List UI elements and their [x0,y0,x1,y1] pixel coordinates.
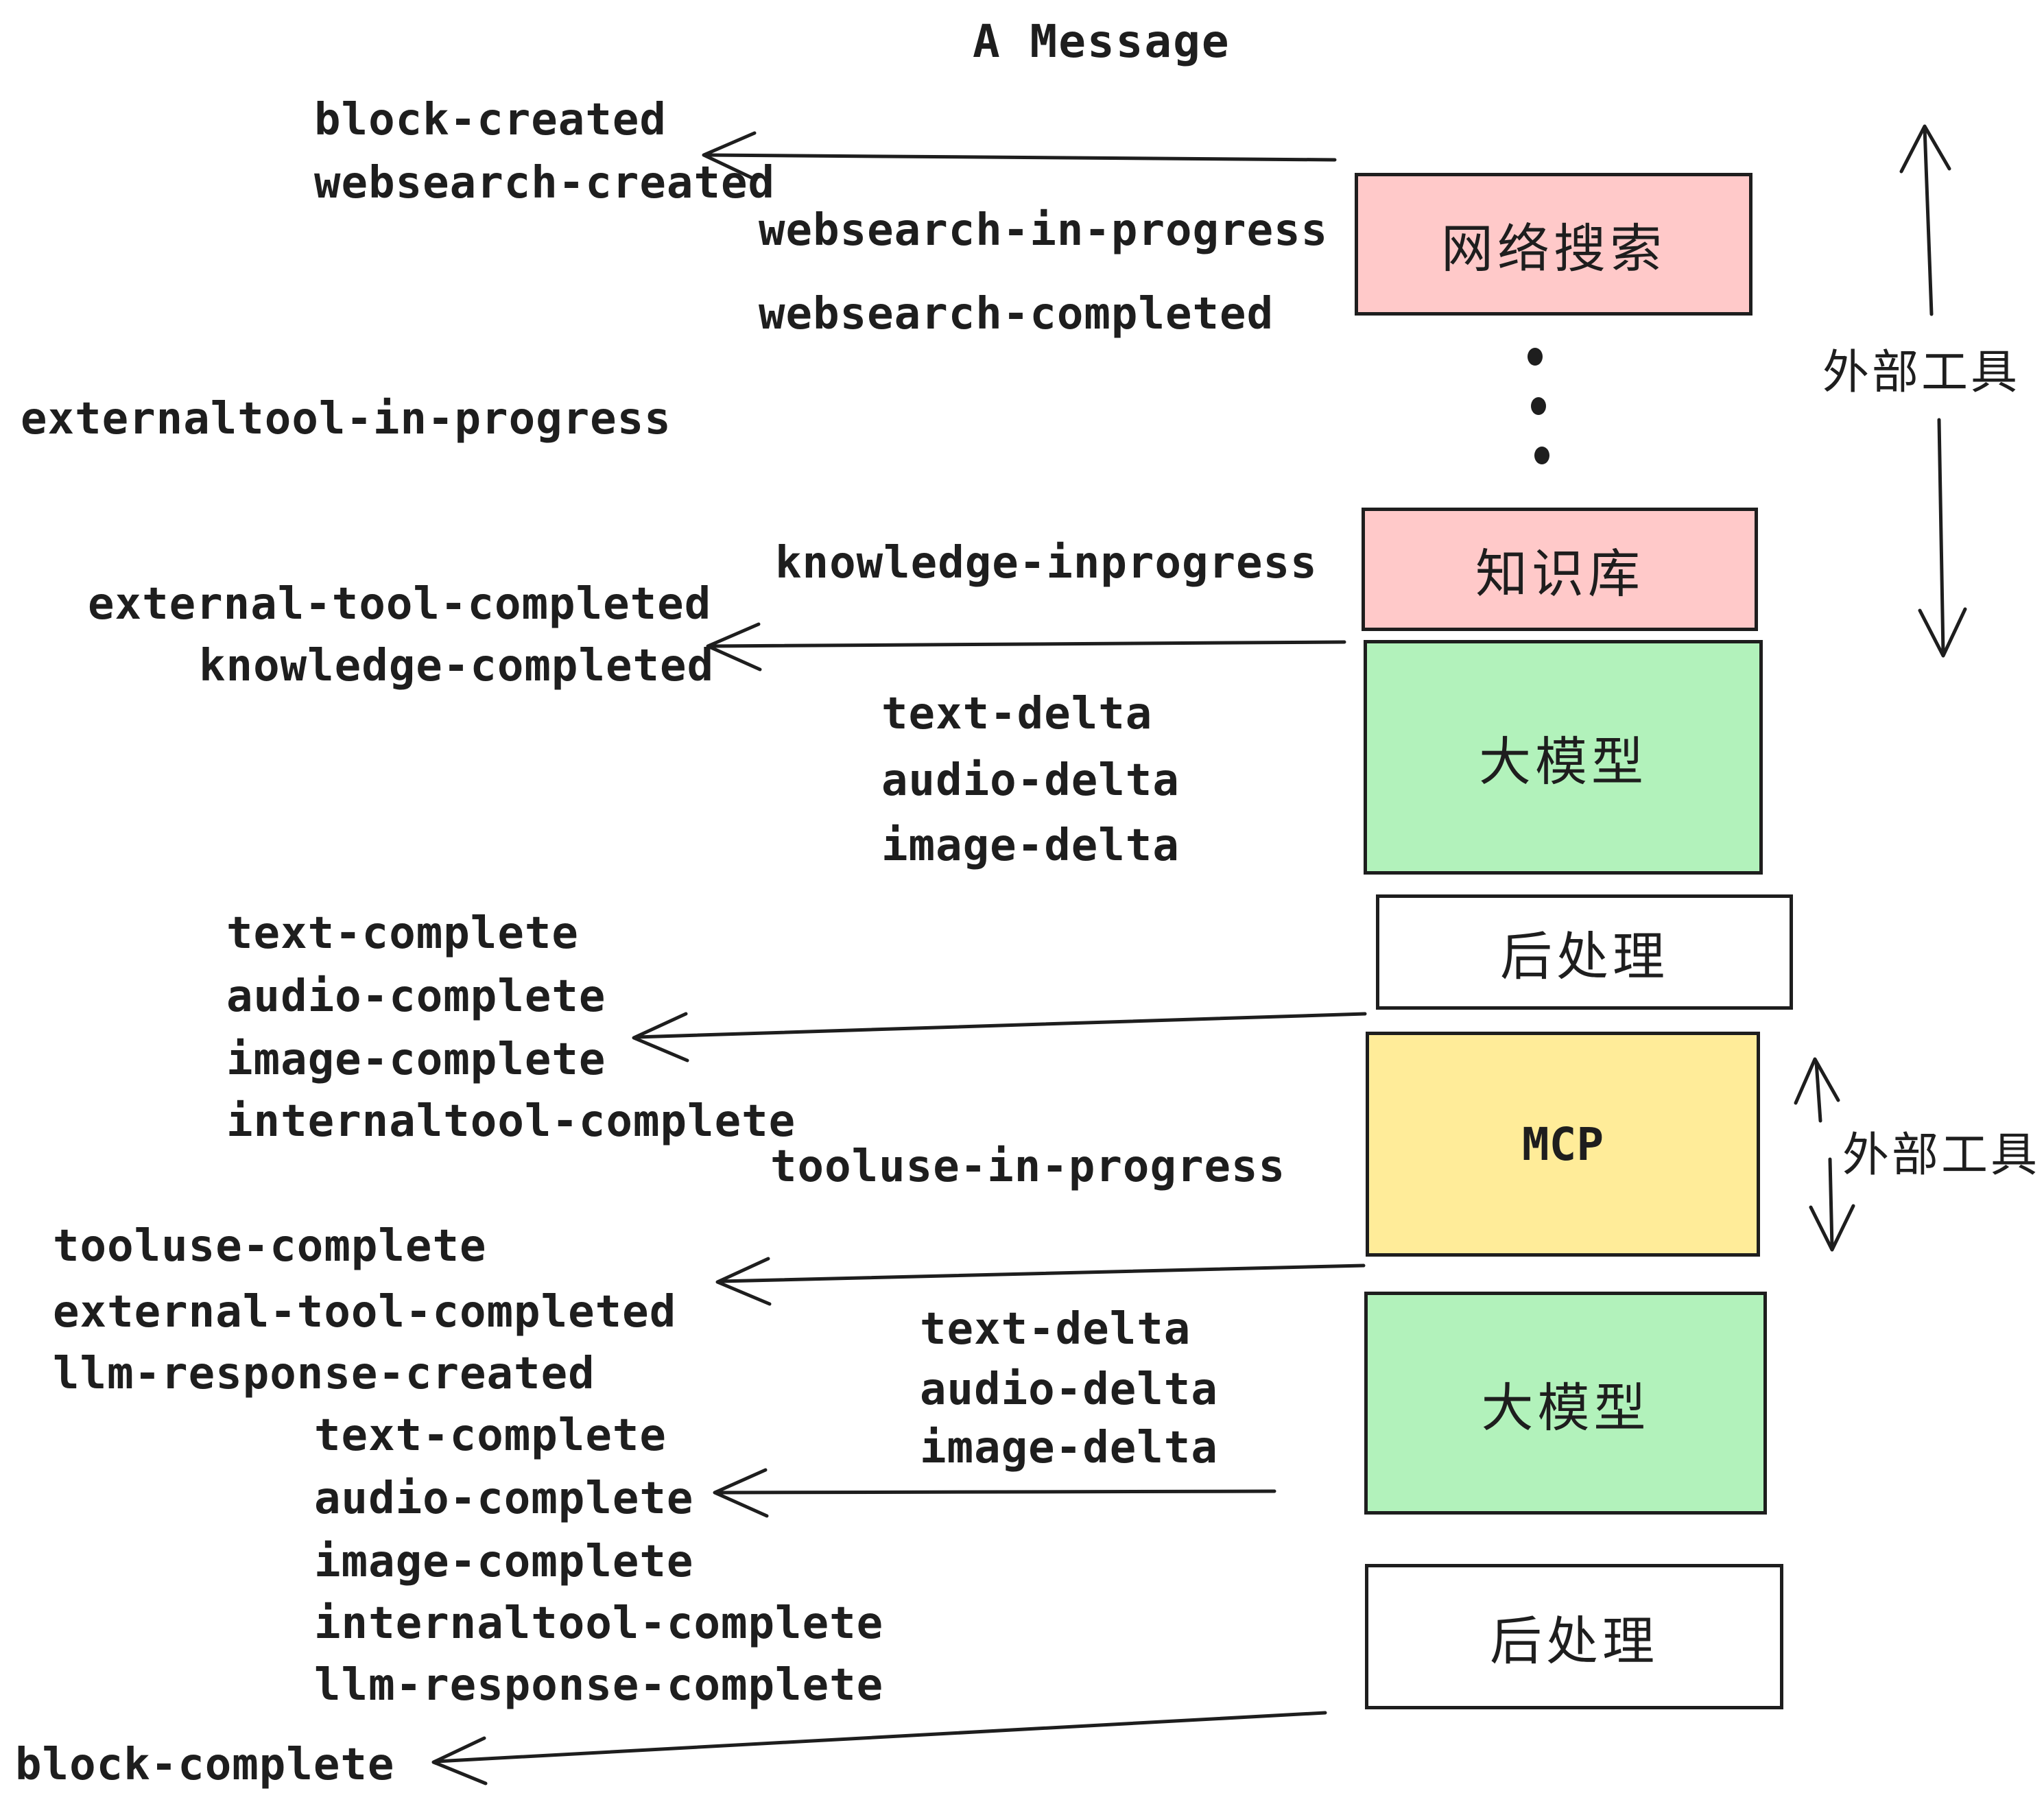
event-label-text-delta-2: text-delta [920,1304,1191,1355]
event-label-external-tool-completed-2: external-tool-completed [53,1287,677,1338]
box-mcp-label: MCP [1521,1117,1604,1171]
ellipsis-dots-icon [1528,348,1549,464]
arrow-external-tools-up [1899,124,1951,316]
box-knowledge-label: 知识库 [1475,543,1644,604]
event-label-text-complete-1: text-complete [226,908,579,959]
event-label-internaltool-complete-1: internaltool-complete [226,1096,796,1147]
arrow-to-websearch-created [702,131,1337,182]
event-label-internaltool-complete-2: internaltool-complete [314,1598,884,1649]
event-label-image-complete-2: image-complete [314,1536,694,1587]
box-websearch: 网络搜索 [1355,173,1752,316]
event-label-block-complete: block-complete [15,1740,395,1790]
arrow-to-audio-complete [713,1468,1276,1518]
box-websearch-label: 网络搜索 [1441,218,1666,279]
box-postprocess-1-label: 后处理 [1500,926,1669,987]
box-knowledge: 知识库 [1362,508,1758,631]
event-label-websearch-completed: websearch-completed [759,289,1274,340]
event-label-image-delta-1: image-delta [881,820,1180,871]
box-llm-2: 大模型 [1364,1292,1767,1515]
box-mcp: MCP [1366,1032,1760,1257]
event-label-knowledge-completed: knowledge-completed [199,641,715,691]
arrow-to-image-complete [632,1012,1367,1063]
event-label-image-delta-2: image-delta [920,1423,1218,1473]
event-label-audio-complete-2: audio-complete [314,1473,694,1524]
box-postprocess-2: 后处理 [1365,1564,1783,1709]
arrow-to-knowledge-completed [706,622,1346,672]
diagram-title: A Message [973,15,1231,68]
external-tools-label-top: 外部工具 [1822,346,2021,400]
event-label-tooluse-complete: tooluse-complete [53,1221,487,1272]
box-llm-2-label: 大模型 [1481,1377,1650,1438]
event-label-knowledge-inprogress: knowledge-inprogress [775,538,1318,589]
event-label-text-delta-1: text-delta [881,689,1153,739]
event-label-websearch-in-progress: websearch-in-progress [759,205,1329,256]
event-label-audio-delta-2: audio-delta [920,1364,1218,1415]
event-label-websearch-created: websearch-created [314,158,776,209]
arrow-to-block-complete [431,1711,1327,1785]
box-llm-1-label: 大模型 [1479,731,1648,792]
external-tools-label-bottom: 外部工具 [1842,1128,2041,1183]
event-label-image-complete-1: image-complete [226,1034,606,1085]
event-label-llm-response-created: llm-response-created [53,1349,595,1399]
event-label-external-tool-completed-1: external-tool-completed [88,579,712,630]
event-label-audio-complete-1: audio-complete [226,971,606,1022]
event-label-tooluse-in-progress: tooluse-in-progress [770,1141,1286,1192]
event-label-text-complete-2: text-complete [314,1410,667,1461]
box-postprocess-2-label: 后处理 [1490,1611,1659,1672]
event-label-audio-delta-1: audio-delta [881,755,1180,806]
arrow-to-tooluse-complete [715,1257,1366,1306]
box-llm-1: 大模型 [1364,640,1763,875]
event-label-externaltool-in-progress: externaltool-in-progress [21,394,672,444]
event-label-block-created: block-created [314,95,667,145]
box-postprocess-1: 后处理 [1376,894,1793,1010]
event-label-llm-response-complete: llm-response-complete [314,1660,884,1711]
arrow-external-tools-down [1918,418,1967,658]
